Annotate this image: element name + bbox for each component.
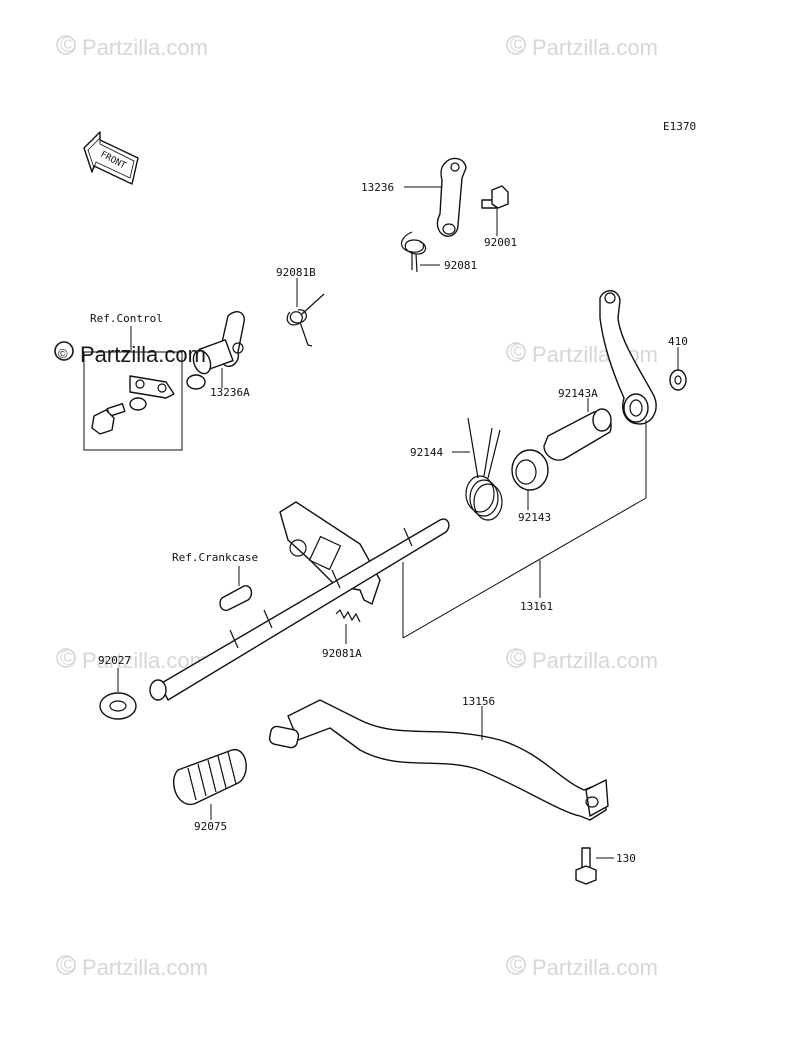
- svg-text:13156: 13156: [462, 695, 495, 708]
- watermark-overlay: © Partzilla.com: [54, 341, 206, 367]
- watermark-bottom-right: © Partzilla.com: [506, 952, 658, 980]
- part-92027: 92027: [98, 654, 137, 720]
- svg-text:92143: 92143: [518, 511, 551, 524]
- svg-text:92144: 92144: [410, 446, 443, 459]
- svg-text:92081A: 92081A: [322, 647, 362, 660]
- watermark-lower-left: © Partzilla.com: [56, 645, 208, 673]
- part-92144: 92144: [410, 417, 503, 521]
- part-92081a: 92081A: [322, 608, 362, 660]
- watermark-bottom-left: © Partzilla.com: [56, 952, 208, 980]
- part-13236a: 13236A: [186, 311, 250, 399]
- part-130: 130: [575, 847, 636, 885]
- svg-text:©: ©: [60, 952, 76, 977]
- watermark-top-right: © Partzilla.com: [506, 32, 658, 60]
- part-92143a: 92143A: [543, 387, 612, 461]
- svg-text:Ref.Crankcase: Ref.Crankcase: [172, 551, 258, 564]
- part-13161: 13161: [149, 420, 647, 701]
- svg-text:©: ©: [58, 346, 68, 361]
- svg-text:©: ©: [510, 952, 526, 977]
- svg-text:Ref.Control: Ref.Control: [90, 312, 163, 325]
- svg-text:410: 410: [668, 335, 688, 348]
- svg-text:©: ©: [60, 645, 76, 670]
- diagram-code: E1370: [663, 120, 696, 133]
- svg-text:Partzilla.com: Partzilla.com: [82, 35, 208, 60]
- svg-text:13236A: 13236A: [210, 386, 250, 399]
- svg-text:13236: 13236: [361, 181, 394, 194]
- watermark-lower-right: © Partzilla.com: [506, 645, 658, 673]
- part-13236: 13236: [361, 157, 467, 237]
- ref-control-box: Ref.Control: [83, 312, 183, 451]
- svg-text:©: ©: [510, 339, 526, 364]
- part-92001: 92001: [481, 185, 517, 249]
- svg-text:92143A: 92143A: [558, 387, 598, 400]
- part-92143: 92143: [511, 449, 551, 524]
- part-13156: 13156: [268, 695, 609, 821]
- shift-arm: [599, 290, 657, 425]
- svg-text:130: 130: [616, 852, 636, 865]
- front-arrow-icon: FRONT: [83, 131, 139, 185]
- ref-crankcase-pin: Ref.Crankcase: [172, 551, 258, 611]
- svg-text:©: ©: [510, 32, 526, 57]
- part-92075: 92075: [173, 749, 247, 833]
- svg-text:Partzilla.com: Partzilla.com: [532, 955, 658, 980]
- svg-text:92001: 92001: [484, 236, 517, 249]
- svg-text:Partzilla.com: Partzilla.com: [532, 342, 658, 367]
- watermark-mid-right: © Partzilla.com: [506, 339, 658, 367]
- svg-text:©: ©: [60, 32, 76, 57]
- svg-text:92027: 92027: [98, 654, 131, 667]
- svg-text:92075: 92075: [194, 820, 227, 833]
- svg-text:13161: 13161: [520, 600, 553, 613]
- svg-text:92081B: 92081B: [276, 266, 316, 279]
- svg-text:Partzilla.com: Partzilla.com: [80, 342, 206, 367]
- part-92081: 92081: [400, 231, 477, 273]
- part-92081b: 92081B: [276, 266, 325, 347]
- svg-text:©: ©: [510, 645, 526, 670]
- svg-text:92081: 92081: [444, 259, 477, 272]
- svg-text:Partzilla.com: Partzilla.com: [532, 648, 658, 673]
- watermark-top-left: © Partzilla.com: [56, 32, 208, 60]
- svg-text:Partzilla.com: Partzilla.com: [82, 955, 208, 980]
- svg-text:Partzilla.com: Partzilla.com: [532, 35, 658, 60]
- part-410: 410: [668, 335, 688, 391]
